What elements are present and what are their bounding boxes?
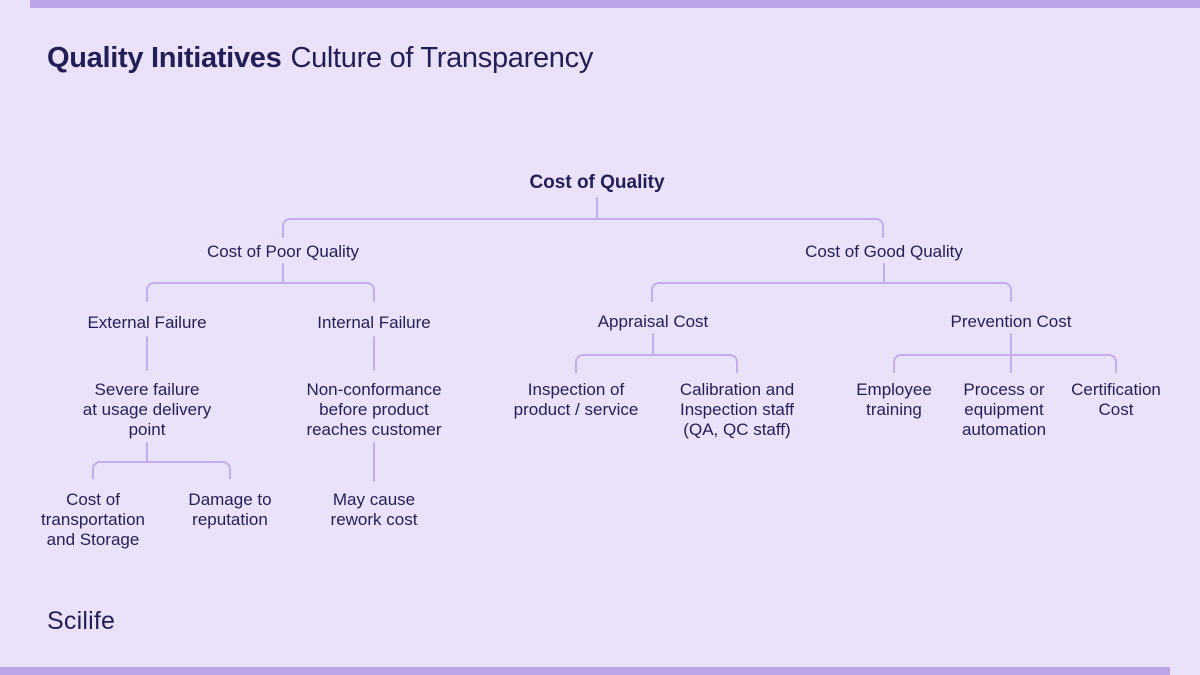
connector-severe-stem bbox=[146, 442, 148, 463]
tree-node-rework-cost: May cause rework cost bbox=[330, 490, 418, 529]
tree-node-internal-failure: Internal Failure bbox=[317, 313, 431, 332]
tree-node-inspection: Inspection of product / service bbox=[513, 380, 639, 419]
top-accent-band bbox=[30, 0, 1200, 8]
connector-poor-bracket bbox=[146, 282, 375, 302]
tree-node-certification-cost: Certification Cost bbox=[1071, 380, 1161, 419]
tree-node-process-automation: Process or equipment automation bbox=[961, 380, 1047, 439]
tree-node-cost-of-good-quality: Cost of Good Quality bbox=[805, 242, 963, 261]
tree-node-external-failure: External Failure bbox=[87, 313, 207, 332]
tree-node-cost-of-quality: Cost of Quality bbox=[529, 172, 665, 193]
connector-internal-line bbox=[373, 336, 375, 371]
connector-prevention-bracket bbox=[893, 354, 1117, 373]
connector-good-bracket bbox=[651, 282, 1012, 302]
connector-appraisal-stem bbox=[652, 333, 654, 356]
scilife-logo: Scilife bbox=[47, 607, 116, 635]
connector-good-stem bbox=[883, 263, 885, 284]
tree-node-cost-transportation: Cost of transportation and Storage bbox=[41, 490, 145, 549]
page-title-primary: Quality Initiatives bbox=[47, 42, 282, 74]
tree-node-prevention-cost: Prevention Cost bbox=[950, 312, 1072, 331]
connector-prevention-stem bbox=[1010, 333, 1012, 373]
connector-appraisal-bracket bbox=[575, 354, 738, 373]
connector-root-stem bbox=[596, 197, 598, 219]
connector-severe-bracket bbox=[92, 461, 231, 479]
page-title-secondary: Culture of Transparency bbox=[290, 42, 594, 74]
tree-node-calibration: Calibration and Inspection staff (QA, QC… bbox=[679, 380, 795, 439]
tree-node-employee-training: Employee training bbox=[856, 380, 932, 419]
tree-node-damage-reputation: Damage to reputation bbox=[188, 490, 272, 529]
tree-node-severe-failure: Severe failure at usage delivery point bbox=[82, 380, 212, 439]
connector-nonconf-line bbox=[373, 442, 375, 482]
tree-node-appraisal-cost: Appraisal Cost bbox=[597, 312, 709, 331]
tree-node-cost-of-poor-quality: Cost of Poor Quality bbox=[206, 242, 360, 261]
connector-external-line bbox=[146, 336, 148, 371]
bottom-accent-band bbox=[0, 667, 1170, 675]
connector-root-bracket bbox=[282, 218, 884, 238]
connector-poor-stem bbox=[282, 263, 284, 284]
tree-node-non-conformance: Non-conformance before product reaches c… bbox=[306, 380, 442, 439]
